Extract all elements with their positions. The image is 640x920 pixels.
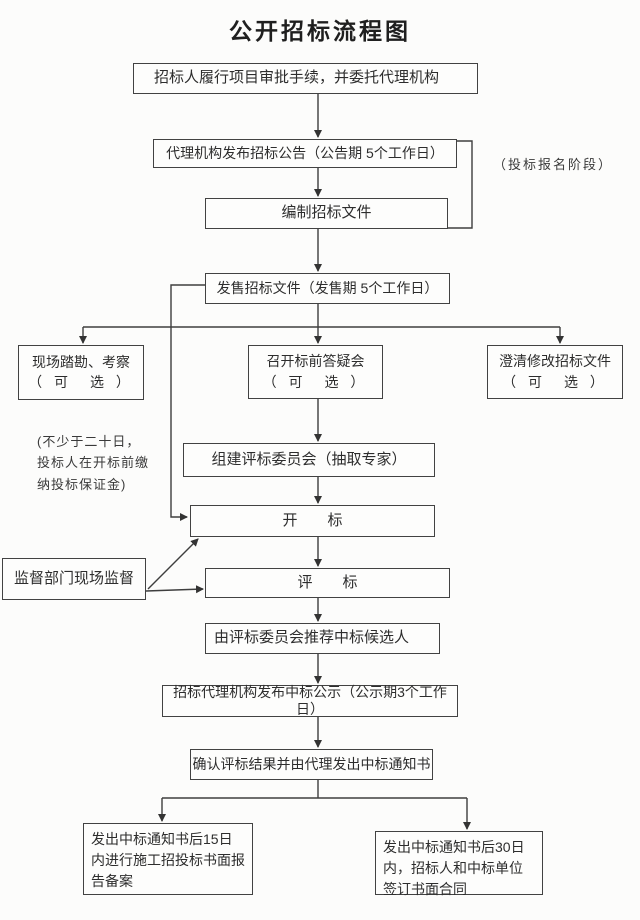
node-site-survey: 现场踏勘、考察 （ 可 选 ）: [18, 345, 144, 400]
node-bid-evaluation: 评 标: [205, 568, 450, 598]
node-site-survey-optional: （ 可 选 ）: [28, 374, 134, 390]
node-clarify-docs-label: 澄清修改招标文件: [499, 353, 611, 369]
node-site-survey-label: 现场踏勘、考察: [32, 353, 130, 370]
node-committee: 组建评标委员会（抽取专家）: [183, 443, 435, 477]
node-contract-label: 发出中标通知书后30日内，招标人和中标单位签订书面合同: [383, 839, 525, 897]
node-filing: 发出中标通知书后15日内进行施工招投标书面报告备案: [83, 823, 253, 895]
node-publicity: 招标代理机构发布中标公示（公示期3个工作日）: [162, 683, 458, 718]
node-recommend-label: 由评标委员会推荐中标候选人: [214, 629, 410, 647]
node-sell-docs: 发售招标文件（发售期 5个工作日）: [205, 273, 450, 304]
node-announcement-label: 代理机构发布招标公告（公告期 5个工作日）: [166, 144, 444, 161]
connector-supervision-evaluation: [145, 585, 204, 594]
node-bid-evaluation-label: 评 标: [297, 573, 358, 591]
node-filing-label: 发出中标通知书后15日内进行施工招投标书面报告备案: [91, 831, 245, 889]
node-qa-meeting-label: 召开标前答疑会: [266, 353, 365, 369]
node-announcement: 代理机构发布招标公告（公告期 5个工作日）: [153, 139, 457, 168]
node-approval-label: 招标人履行项目审批手续，并委托代理机构: [154, 69, 440, 87]
node-contract: 发出中标通知书后30日内，招标人和中标单位签订书面合同: [375, 831, 543, 897]
node-bid-opening-label: 开 标: [282, 511, 343, 529]
page-title: 公开招标流程图: [229, 18, 411, 44]
node-approval: 招标人履行项目审批手续，并委托代理机构: [133, 63, 478, 94]
node-clarify-docs-optional: （ 可 选 ）: [502, 373, 608, 390]
node-supervision-label: 监督部门现场监督: [13, 569, 134, 587]
node-confirm-notice: 确认评标结果并由代理发出中标通知书: [190, 749, 433, 780]
note-bid-deposit: (不少于二十日，投标人在开标前缴纳投标保证金): [37, 434, 150, 492]
node-bid-opening: 开 标: [190, 505, 435, 537]
node-prepare-docs-label: 编制招标文件: [281, 204, 372, 222]
note-registration-phase: （投标报名阶段）: [493, 157, 614, 172]
node-clarify-docs: 澄清修改招标文件 （ 可 选 ）: [487, 345, 623, 399]
node-supervision: 监督部门现场监督: [2, 558, 146, 600]
node-qa-meeting-optional: （ 可 选 ）: [262, 373, 369, 390]
connector-sell-opening-feedback: [170, 284, 205, 521]
node-qa-meeting: 召开标前答疑会 （ 可 选 ）: [248, 345, 383, 399]
node-committee-label: 组建评标委员会（抽取专家）: [211, 450, 407, 468]
node-confirm-notice-label: 确认评标结果并由代理发出中标通知书: [192, 755, 431, 772]
connector-supervision-opening: [147, 538, 199, 590]
node-sell-docs-label: 发售招标文件（发售期 5个工作日）: [216, 279, 439, 296]
node-publicity-label: 招标代理机构发布中标公示（公示期3个工作日）: [173, 683, 447, 718]
node-recommend: 由评标委员会推荐中标候选人: [205, 623, 440, 654]
node-prepare-docs: 编制招标文件: [205, 198, 448, 229]
